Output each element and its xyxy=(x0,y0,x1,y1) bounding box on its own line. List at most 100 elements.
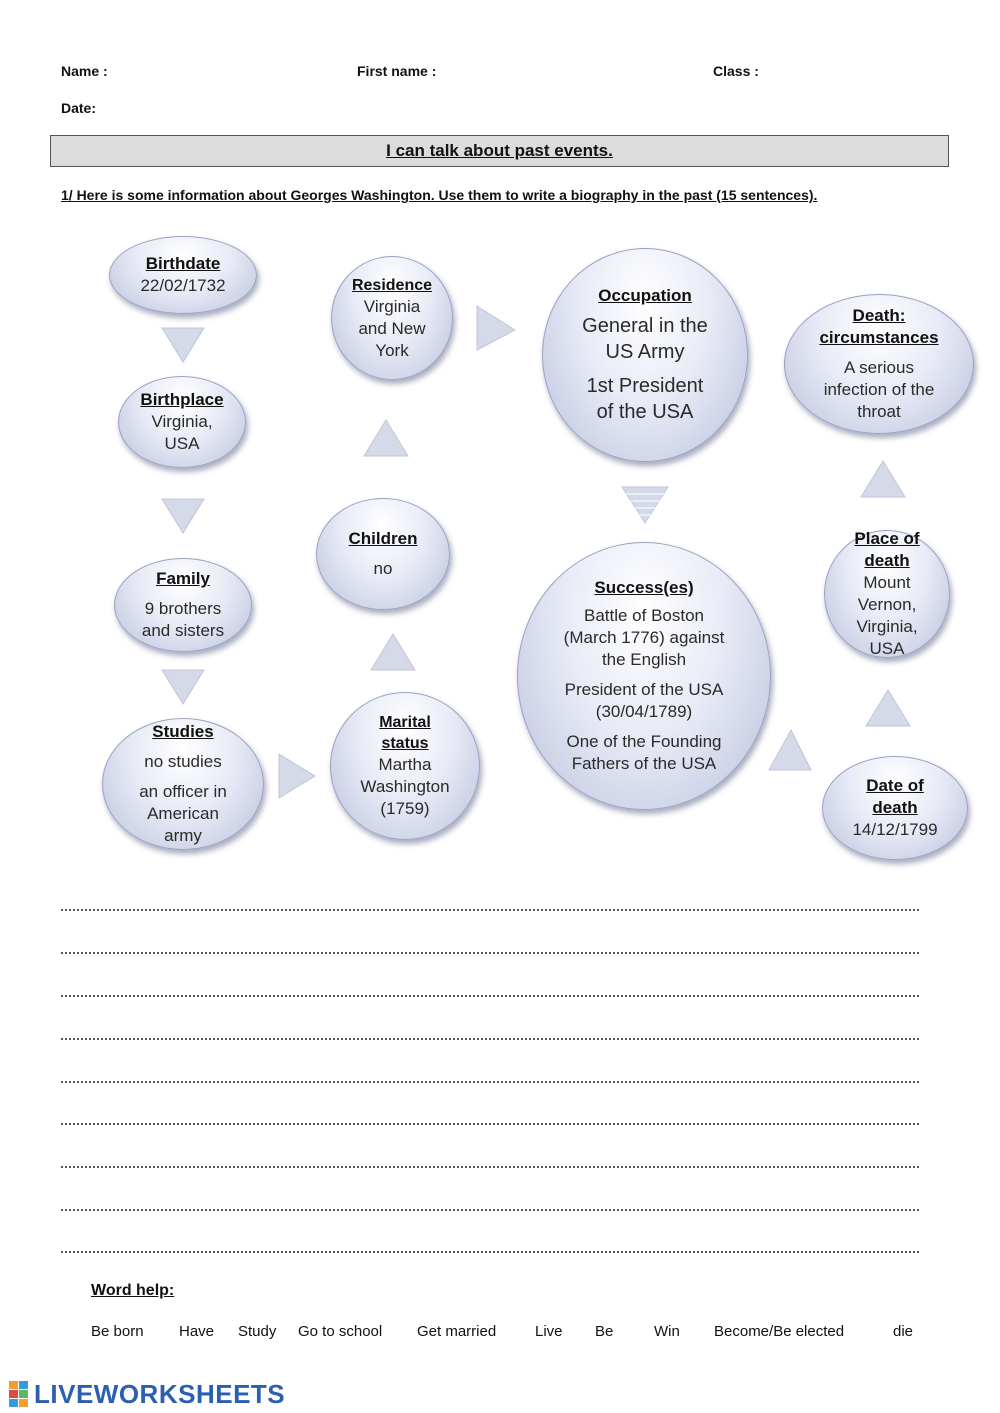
node-residence: Residence Virginia and New York xyxy=(331,256,453,380)
node-text: (March 1776) against xyxy=(563,628,725,647)
arrow-up-icon xyxy=(370,633,416,671)
writing-line[interactable] xyxy=(61,1081,919,1083)
node-title: Residence xyxy=(351,276,433,294)
node-text: no xyxy=(373,559,393,578)
node-text: Washington xyxy=(360,777,450,796)
node-title: Success(es) xyxy=(594,578,694,597)
word-help-item: die xyxy=(893,1323,914,1340)
node-text: American xyxy=(147,804,219,823)
liveworksheets-logo: LIVEWORKSHEETS xyxy=(8,1379,285,1409)
node-title: Birthdate xyxy=(145,254,221,273)
node-text: (30/04/1789) xyxy=(595,702,693,721)
node-text: Virginia, xyxy=(151,412,213,431)
arrow-right-icon xyxy=(278,753,316,799)
node-title: Occupation xyxy=(598,286,692,305)
node-text: 14/12/1799 xyxy=(852,820,938,839)
node-text: Virginia xyxy=(363,296,421,316)
writing-line[interactable] xyxy=(61,1123,919,1125)
node-text: 22/02/1732 xyxy=(140,276,226,295)
date-label: Date: xyxy=(61,100,97,116)
node-text: General in the xyxy=(582,315,708,337)
word-help-item: Have xyxy=(179,1323,215,1340)
word-help-item: Become/Be elected xyxy=(714,1323,845,1340)
node-text: York xyxy=(375,340,409,360)
node-text: Battle of Boston xyxy=(583,606,705,625)
word-help-item: Win xyxy=(654,1323,680,1340)
node-text: the English xyxy=(601,650,687,669)
writing-line[interactable] xyxy=(61,1209,919,1211)
node-title: circumstances xyxy=(819,328,939,347)
node-place-of-death: Place of death Mount Vernon, Virginia, U… xyxy=(824,529,950,658)
writing-line[interactable] xyxy=(61,995,919,997)
writing-line[interactable] xyxy=(61,1166,919,1168)
arrow-up-icon xyxy=(768,728,812,771)
node-family: Family 9 brothers and sisters xyxy=(114,558,252,652)
node-text: USA xyxy=(869,639,905,658)
node-text: Vernon, xyxy=(857,595,917,614)
node-occupation: Occupation General in the US Army 1st Pr… xyxy=(542,248,748,462)
node-text: One of the Founding xyxy=(566,732,722,751)
node-text: (1759) xyxy=(380,799,430,818)
node-text: USA xyxy=(164,434,200,453)
node-title: Death: xyxy=(852,306,906,325)
node-text: 1st President xyxy=(586,375,704,397)
node-marital-status: Marital status Martha Washington (1759) xyxy=(330,692,480,840)
arrow-down-icon xyxy=(161,498,205,534)
arrow-down-icon xyxy=(161,327,205,363)
node-text: A serious xyxy=(844,358,914,377)
node-title: Birthplace xyxy=(140,390,224,409)
node-death-circumstances: Death: circumstances A serious infection… xyxy=(784,294,974,434)
node-text: Mount xyxy=(863,573,911,592)
arrow-up-icon xyxy=(860,460,906,498)
word-help-title: Word help: xyxy=(91,1282,175,1299)
arrow-up-icon xyxy=(363,419,409,457)
node-text: and New xyxy=(358,318,426,338)
node-text: Virginia, xyxy=(856,617,918,636)
node-text: infection of the xyxy=(823,380,935,399)
writing-line[interactable] xyxy=(61,1038,919,1040)
node-text: Martha xyxy=(378,755,432,774)
writing-line[interactable] xyxy=(61,952,919,954)
node-text: throat xyxy=(857,402,901,421)
writing-line[interactable] xyxy=(61,1251,919,1253)
class-label: Class : xyxy=(713,63,759,79)
node-date-of-death: Date of death 14/12/1799 xyxy=(822,756,968,860)
node-title: death xyxy=(872,798,918,817)
node-text: President of the USA xyxy=(564,680,724,699)
arrow-down-icon xyxy=(621,486,669,524)
arrow-up-icon xyxy=(865,689,911,727)
word-help-item: Live xyxy=(535,1323,563,1340)
node-text: 9 brothers xyxy=(144,599,222,618)
node-studies: Studies no studies an officer in America… xyxy=(102,718,264,850)
node-title: death xyxy=(864,551,910,570)
word-help-item: Study xyxy=(238,1323,277,1340)
node-text: an officer in xyxy=(139,782,227,801)
node-successes: Success(es) Battle of Boston (March 1776… xyxy=(517,542,771,810)
word-help-item: Go to school xyxy=(298,1323,383,1340)
node-title: Children xyxy=(348,529,418,548)
node-birthdate: Birthdate 22/02/1732 xyxy=(109,236,257,314)
arrow-down-icon xyxy=(161,669,205,705)
node-text: no studies xyxy=(144,752,222,771)
node-text: of the USA xyxy=(596,401,694,423)
page-title: I can talk about past events. xyxy=(50,135,949,167)
brand-text: LIVEWORKSHEETS xyxy=(34,1378,286,1409)
name-label: Name : xyxy=(61,63,108,79)
node-birthplace: Birthplace Virginia, USA xyxy=(118,376,246,468)
node-title: status xyxy=(381,735,429,752)
instruction-text: 1/ Here is some information about George… xyxy=(61,187,818,203)
node-text: Fathers of the USA xyxy=(571,754,717,773)
writing-line[interactable] xyxy=(61,909,919,911)
word-help-item: Be xyxy=(595,1323,614,1340)
word-help-item: Get married xyxy=(417,1323,497,1340)
node-title: Place of xyxy=(854,529,920,548)
node-title: Family xyxy=(156,569,210,588)
node-text: US Army xyxy=(605,341,685,363)
node-text: army xyxy=(164,826,202,845)
arrow-right-icon xyxy=(476,305,516,351)
node-title: Studies xyxy=(152,722,214,741)
word-help-item: Be born xyxy=(91,1323,144,1340)
node-children: Children no xyxy=(316,498,450,610)
node-text: and sisters xyxy=(141,621,225,640)
first-name-label: First name : xyxy=(357,63,437,79)
